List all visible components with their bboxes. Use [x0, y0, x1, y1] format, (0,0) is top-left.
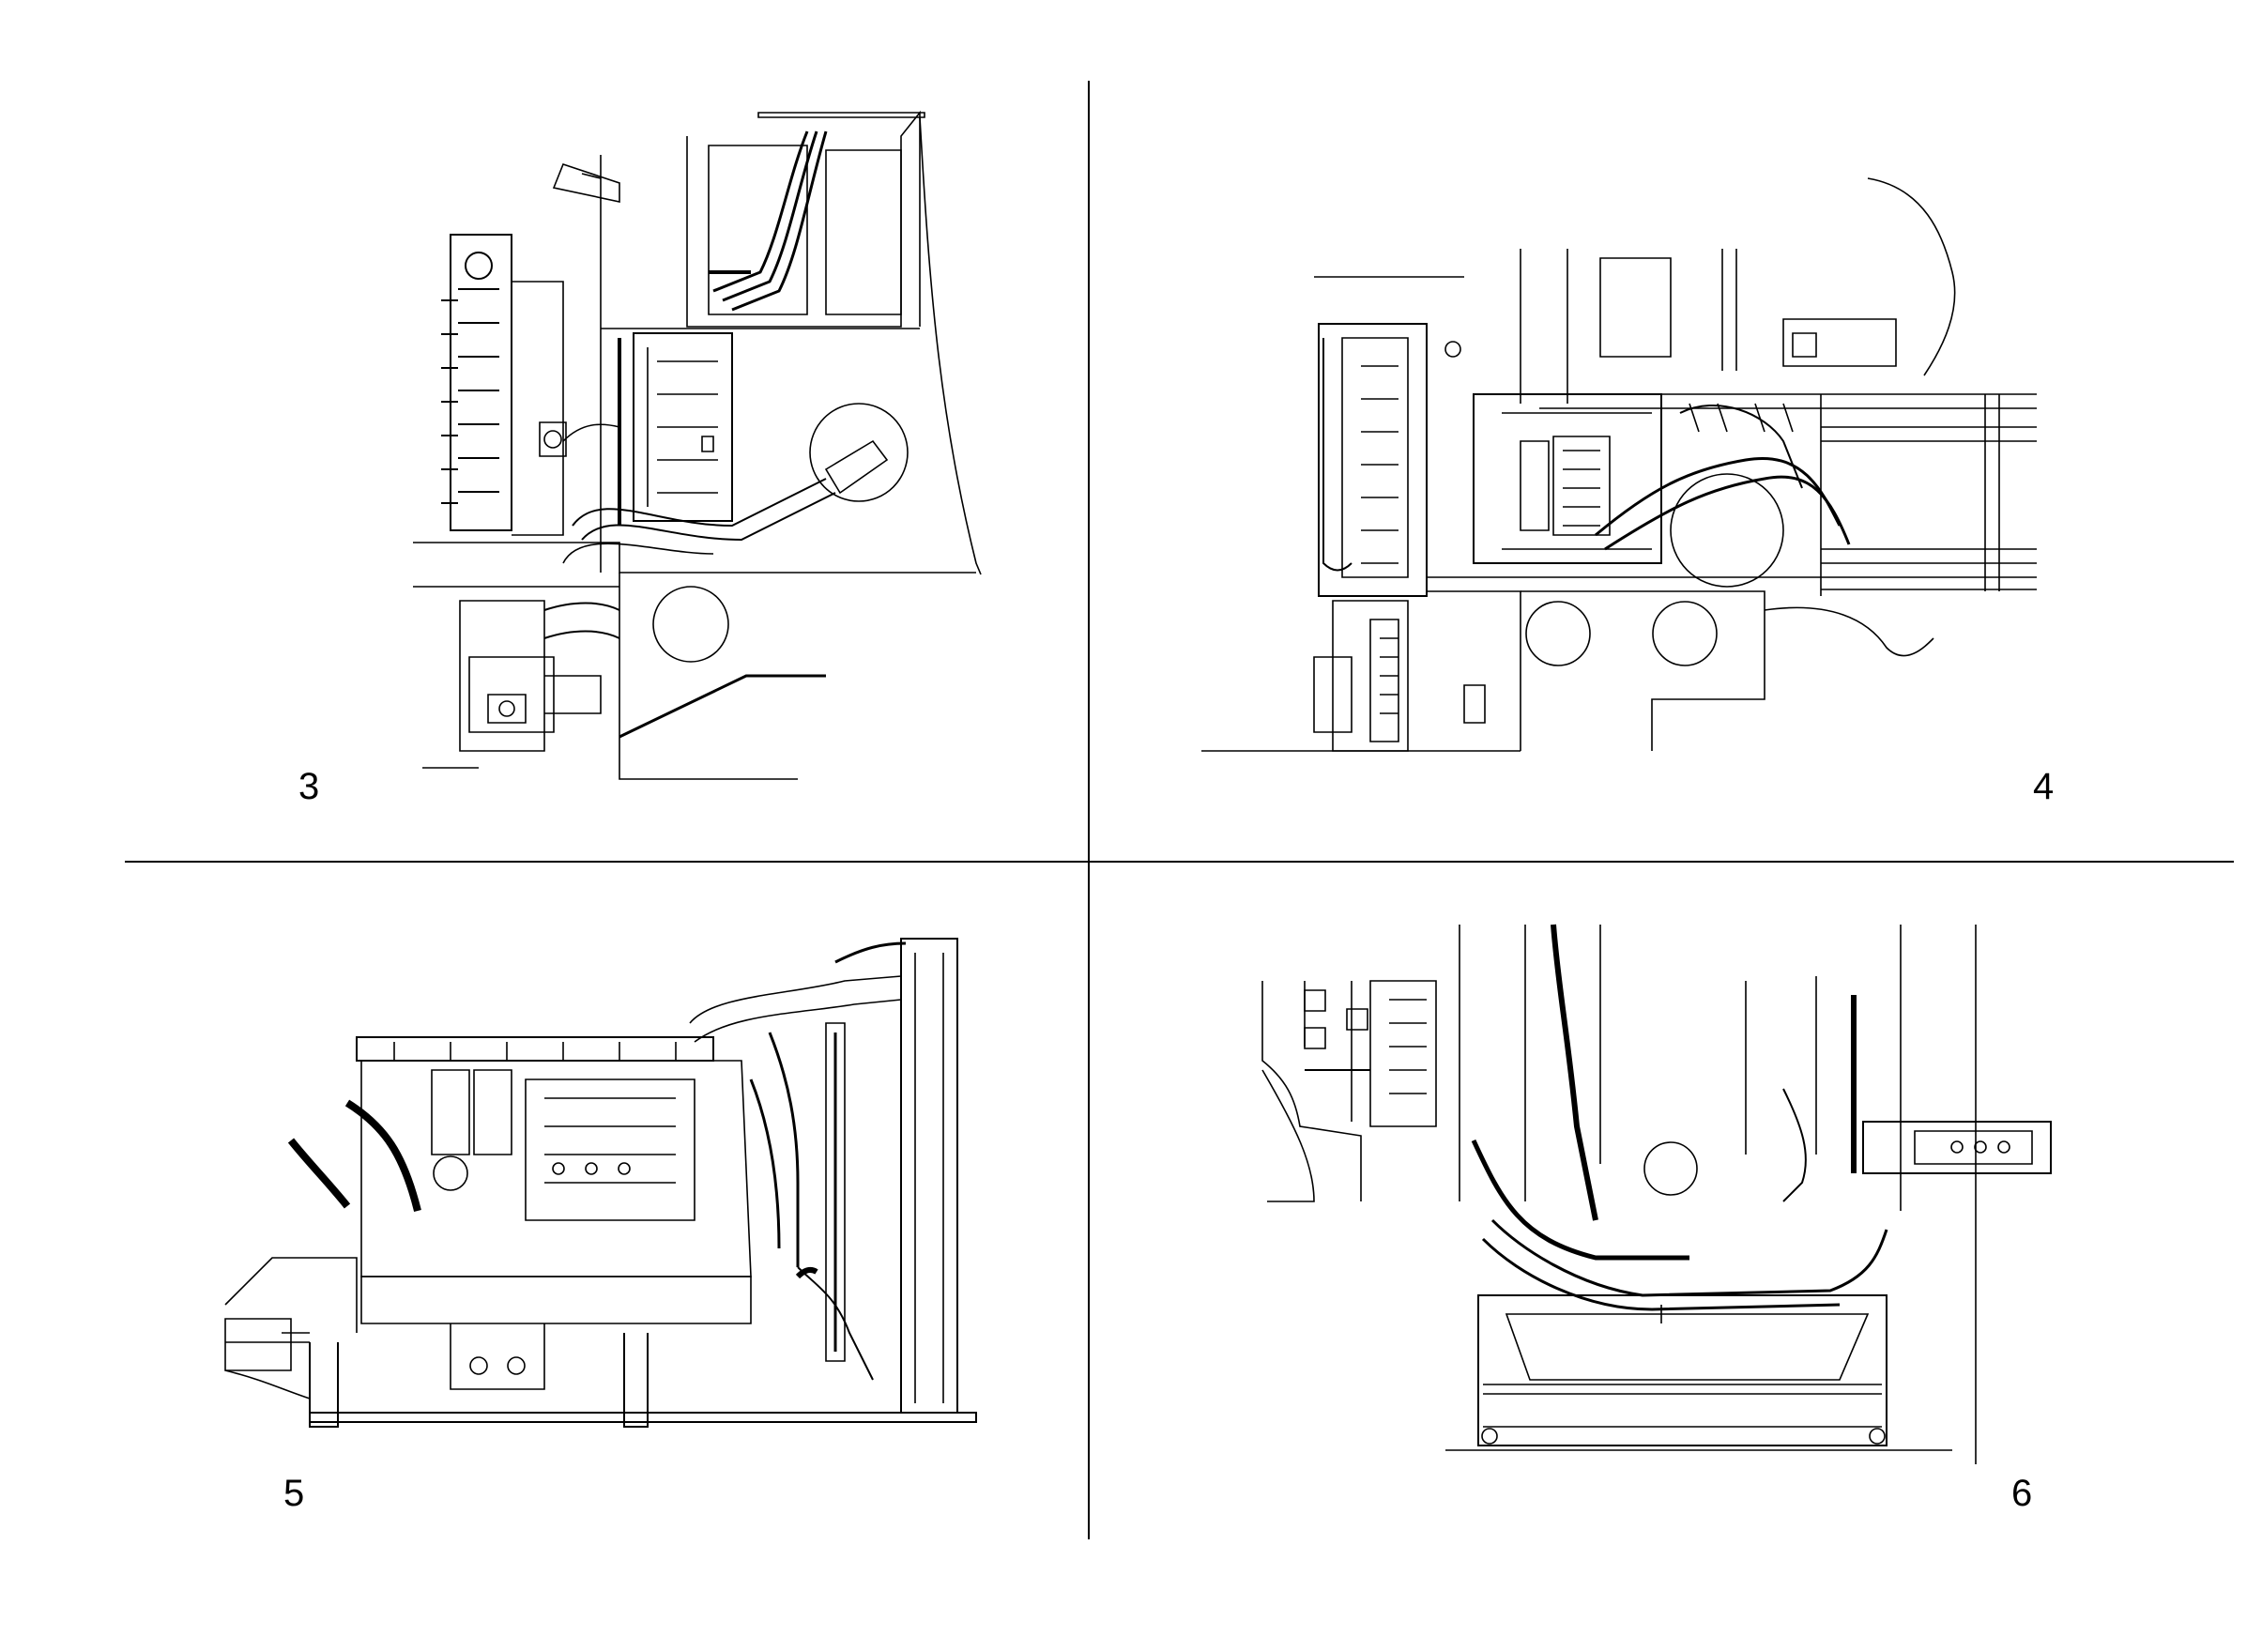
panel-3-drawing — [413, 113, 981, 779]
panel-3-number: 3 — [298, 766, 320, 807]
panel-5-drawing — [225, 939, 976, 1427]
panel-6-drawing — [1262, 925, 2051, 1464]
panel-5-number: 5 — [283, 1473, 305, 1514]
quadrant-dividers — [125, 81, 2234, 1539]
panel-4-number: 4 — [2033, 766, 2055, 807]
panel-4-drawing — [1201, 178, 2037, 751]
panel-6-number: 6 — [2011, 1473, 2033, 1514]
